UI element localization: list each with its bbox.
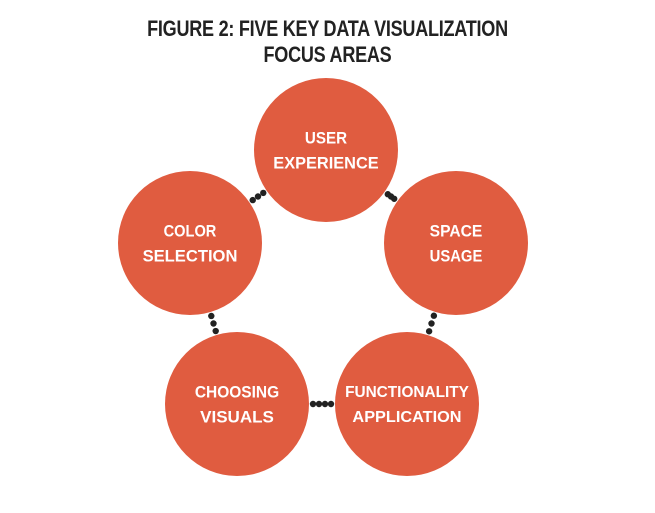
connector-dot (390, 195, 398, 202)
connector-dot (260, 189, 267, 197)
node-label-line: COLOR (164, 221, 217, 240)
connector-dot (212, 327, 219, 335)
node-label-line: APPLICATION (352, 409, 461, 426)
node-label-line: USER (305, 128, 347, 147)
node-circle (165, 332, 309, 476)
connector-dot (208, 312, 215, 320)
node-label-line: USAGE (430, 246, 483, 265)
node-circle (118, 171, 262, 315)
figure-title: FIGURE 2: FIVE KEY DATA VISUALIZATION FO… (0, 16, 655, 68)
connector-dot (428, 320, 435, 327)
connector-dot (321, 400, 329, 408)
connector-dot (210, 320, 217, 327)
figure-title-line-2: FOCUS AREAS (263, 42, 392, 67)
node-circle (335, 332, 479, 476)
connector-dot (315, 400, 323, 408)
figure-title-line-1: FIGURE 2: FIVE KEY DATA VISUALIZATION (147, 16, 508, 41)
connector-dot (425, 328, 433, 335)
connector-dot (249, 196, 256, 204)
node-label-line: EXPERIENCE (273, 153, 378, 172)
node-circle (384, 171, 528, 315)
node-group: USER EXPERIENCE SPACE USAGE FUNCTIONALITY APP… (118, 78, 528, 476)
connector-dot (254, 193, 262, 200)
node-space-usage: SPACE USAGE (384, 171, 528, 315)
connector-dots (208, 189, 438, 408)
connector-dot (309, 400, 317, 408)
node-label-line: SELECTION (143, 246, 238, 265)
connector-dot (430, 312, 438, 319)
node-label-line: FUNCTIONALITY (345, 384, 469, 401)
node-color-selection: COLOR SELECTION (118, 171, 262, 315)
node-circle (254, 78, 398, 222)
node-choosing-visuals: CHOOSING VISUALS (165, 332, 309, 476)
node-user-experience: USER EXPERIENCE (254, 78, 398, 222)
node-label-line: SPACE (430, 221, 483, 240)
node-functionality-application: FUNCTIONALITY APPLICATION (335, 332, 479, 476)
node-label-line: CHOOSING (195, 382, 279, 401)
connector-dot (327, 400, 335, 408)
node-label-line: VISUALS (200, 407, 274, 426)
